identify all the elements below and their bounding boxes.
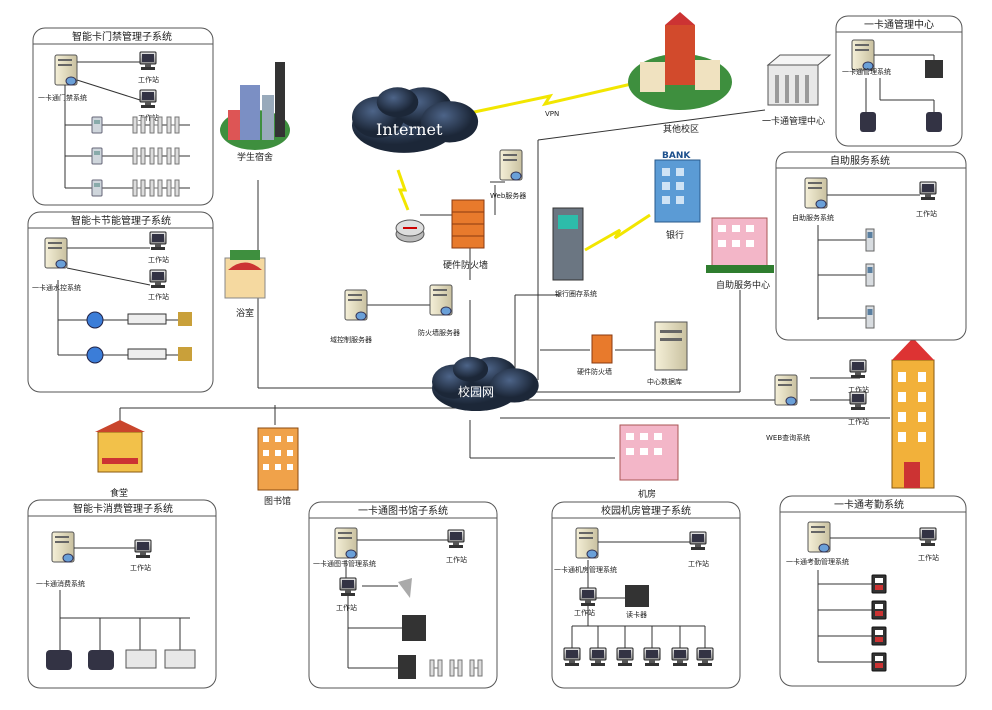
access-ws2-label: 工作站 — [138, 113, 159, 122]
library-label: 图书馆 — [264, 495, 291, 507]
fw-server-label: 防火墙服务器 — [418, 328, 460, 337]
bank-sign: BANK — [662, 151, 691, 161]
other-campus-icon — [628, 12, 732, 110]
ws-b-label: 工作站 — [848, 417, 869, 426]
hw-firewall-label: 硬件防火墙 — [443, 259, 488, 271]
ws-a-label: 工作站 — [848, 385, 869, 394]
card-center-label: 一卡通管理中心 — [762, 115, 825, 127]
web-query-label: WEB查询系统 — [766, 433, 810, 442]
ws-a-icon — [849, 359, 867, 379]
internet-label: Internet — [376, 120, 443, 139]
vpn-label: VPN — [545, 110, 559, 118]
lab-server-label: 一卡通机房管理系统 — [554, 565, 617, 574]
web-query-server-icon — [774, 374, 798, 406]
panel-energy: 智能卡节能管理子系统 一卡通水控系统 工作站 工作站 — [27, 211, 214, 393]
panel-center: 一卡通管理中心 一卡通管理系统 — [835, 15, 963, 147]
panel-attendance-title: 一卡通考勤系统 — [834, 498, 904, 511]
panel-access-control-title: 智能卡门禁管理子系统 — [72, 30, 172, 43]
panel-self-service-title: 自助服务系统 — [830, 154, 890, 167]
library-ws1-label: 工作站 — [446, 555, 467, 564]
machine-room-label: 机房 — [638, 488, 656, 500]
energy-ws2-label: 工作站 — [148, 292, 169, 301]
library-ws2-label: 工作站 — [336, 603, 357, 612]
panel-access-control: 智能卡门禁管理子系统 一卡通门禁系统 工作站 工作站 — [32, 27, 214, 206]
consumption-ws1-label: 工作站 — [130, 563, 151, 572]
vpn-link — [459, 80, 641, 117]
router-icon — [395, 219, 425, 243]
data-center-icon — [654, 321, 688, 371]
hw-firewall-icon — [451, 199, 485, 249]
library-icon — [257, 427, 299, 491]
bank-atm-icon — [552, 207, 584, 281]
lab-reader-label: 读卡器 — [626, 610, 647, 619]
panel-self-service: 自助服务系统 自助服务系统 工作站 — [775, 151, 967, 341]
lab-ws1-label: 工作站 — [688, 559, 709, 568]
panel-library-title: 一卡通图书馆子系统 — [358, 504, 448, 517]
canteen-label: 食堂 — [110, 487, 128, 499]
panel-consumption: 智能卡消费管理子系统 一卡通消费系统 工作站 — [27, 499, 217, 689]
panel-attendance: 一卡通考勤系统 一卡通考勤管理系统 工作站 — [779, 495, 967, 687]
fw-server-icon — [429, 284, 453, 316]
card-center-icon — [766, 54, 832, 106]
library-server-label: 一卡通图书管理系统 — [313, 559, 376, 568]
canteen-icon — [95, 420, 145, 473]
domain-server-icon — [344, 289, 368, 321]
self-service-ws1-label: 工作站 — [916, 209, 937, 218]
panel-consumption-title: 智能卡消费管理子系统 — [73, 502, 173, 515]
energy-ws1-label: 工作站 — [148, 255, 169, 264]
campus-net-cloud — [432, 356, 539, 412]
access-server-label: 一卡通门禁系统 — [38, 93, 87, 102]
lab-ws2-label: 工作站 — [574, 608, 595, 617]
center-server-label: 一卡通管理系统 — [842, 67, 891, 76]
panel-lab: 校园机房管理子系统 一卡通机房管理系统 工作站 工作站 读卡器 — [551, 501, 741, 689]
panel-lab-title: 校园机房管理子系统 — [601, 504, 691, 517]
self-center-label: 自助服务中心 — [716, 279, 770, 291]
attendance-server-label: 一卡通考勤管理系统 — [786, 557, 849, 566]
campus-net-label: 校园网 — [458, 384, 494, 399]
backbone-lines — [119, 109, 890, 459]
domain-server-label: 域控制服务器 — [330, 335, 372, 344]
consumption-server-label: 一卡通消费系统 — [36, 579, 85, 588]
web-server-label: Web服务器 — [490, 191, 526, 200]
bank-atm-label: 银行圈存系统 — [555, 289, 597, 298]
internet-router-link — [396, 169, 410, 211]
dorm-label: 学生宿舍 — [237, 151, 273, 163]
panel-center-title: 一卡通管理中心 — [864, 18, 934, 31]
panel-library: 一卡通图书馆子系统 一卡通图书管理系统 工作站 工作站 — [308, 501, 498, 689]
ws-b-icon — [849, 391, 867, 411]
bathhouse-label: 浴室 — [236, 307, 254, 319]
self-service-server-label: 自助服务系统 — [792, 213, 834, 222]
energy-server-label: 一卡通水控系统 — [32, 283, 81, 292]
bank-label: 银行 — [666, 229, 684, 241]
self-center-icon — [706, 217, 774, 273]
attendance-ws1-label: 工作站 — [918, 553, 939, 562]
hw-firewall2-label: 硬件防火墙 — [577, 367, 612, 376]
bank-icon — [654, 159, 701, 223]
lab-reader-icon — [625, 585, 649, 607]
panel-energy-title: 智能卡节能管理子系统 — [71, 214, 171, 227]
hw-firewall2-icon — [591, 334, 613, 364]
other-campus-label: 其他校区 — [663, 123, 699, 135]
machine-room-icon — [619, 424, 679, 481]
tower-building-icon — [891, 338, 935, 489]
data-center-label: 中心数据库 — [647, 377, 682, 386]
bathhouse-icon — [224, 250, 266, 299]
bank-link — [584, 213, 651, 252]
access-ws1-label: 工作站 — [138, 75, 159, 84]
dorm-icon — [220, 62, 290, 150]
web-server-icon — [499, 149, 523, 181]
